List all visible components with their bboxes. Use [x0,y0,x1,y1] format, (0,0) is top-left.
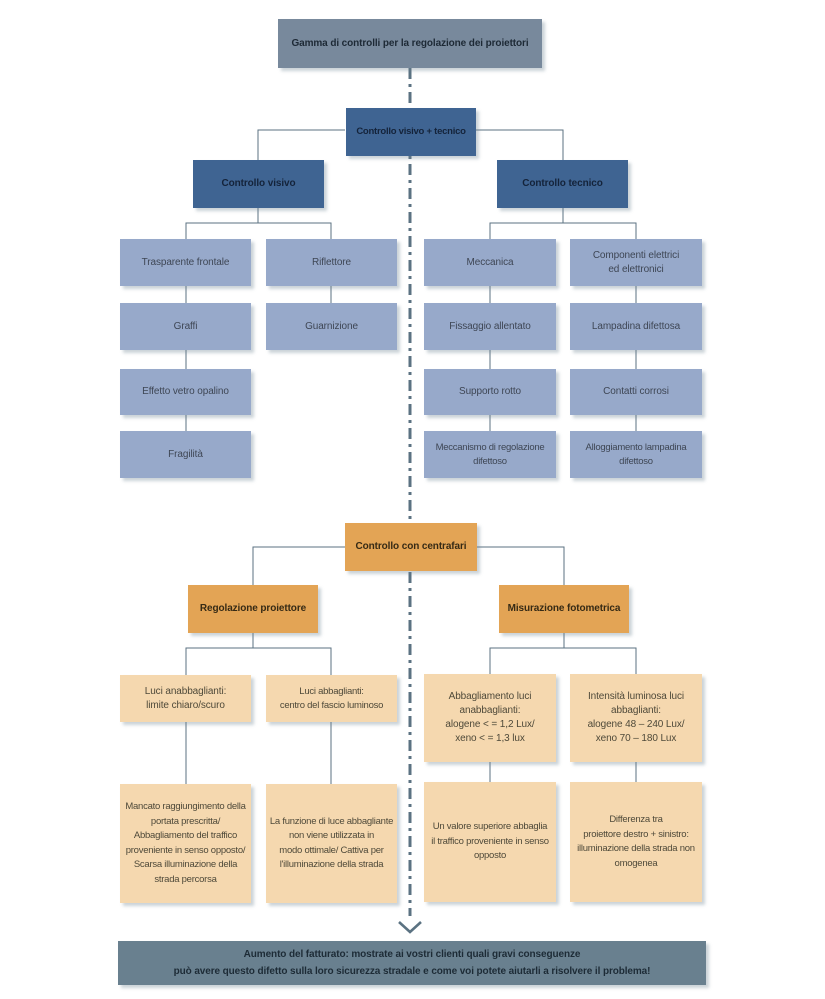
node-riflettore: Riflettore [266,239,397,286]
node-effetto-vetro-opalino: Effetto vetro opalino [120,369,251,415]
node-abbagliamento-luci-anabbaglianti: Abbagliamento luci anabbaglianti: alogen… [424,674,556,762]
orange-section-connectors [185,546,637,784]
node-graffi: Graffi [120,303,251,350]
node-meccanica: Meccanica [424,239,556,286]
node-controllo-visivo-tecnico: Controllo visivo + tecnico [346,108,476,156]
node-componenti-elettrici: Componenti elettrici ed elettronici [570,239,702,286]
node-mancato-raggiungimento-portata: Mancato raggiungimento della portata pre… [120,784,251,903]
node-luci-abbaglianti-centro-fascio: Luci abbaglianti: centro del fascio lumi… [266,675,397,722]
node-supporto-rotto: Supporto rotto [424,369,556,415]
node-differenza-proiettore-destro-sinistro: Differenza tra proiettore destro + sinis… [570,782,702,902]
node-regolazione-proiettore: Regolazione proiettore [188,585,318,633]
arrowhead-chevron [398,921,422,934]
blue-section-connectors [185,129,637,431]
node-funzione-abbagliante-non-ottimale: La funzione di luce abbagliante non vien… [266,784,397,903]
node-trasparente-frontale: Trasparente frontale [120,239,251,286]
node-luci-anabbaglianti-limite: Luci anabbaglianti: limite chiaro/scuro [120,675,251,722]
node-misurazione-fotometrica: Misurazione fotometrica [499,585,629,633]
node-fissaggio-allentato: Fissaggio allentato [424,303,556,350]
node-controllo-con-centrafari: Controllo con centrafari [345,523,477,571]
node-guarnizione: Guarnizione [266,303,397,350]
node-root-gamma-controlli: Gamma di controlli per la regolazione de… [278,19,542,68]
node-fragilita: Fragilità [120,431,251,478]
node-controllo-visivo: Controllo visivo [193,160,324,208]
footer-banner-aumento-fatturato: Aumento del fatturato: mostrate ai vostr… [118,941,706,985]
node-valore-superiore-abbaglia: Un valore superiore abbaglia il traffico… [424,782,556,902]
node-lampadina-difettosa: Lampadina difettosa [570,303,702,350]
node-intensita-luminosa-luci-abbaglianti: Intensità luminosa luci abbaglianti: alo… [570,674,702,762]
node-contatti-corrosi: Contatti corrosi [570,369,702,415]
node-controllo-tecnico: Controllo tecnico [497,160,628,208]
node-meccanismo-regolazione-difettoso: Meccanismo di regolazione difettoso [424,431,556,478]
node-alloggiamento-lampadina-difettoso: Alloggiamento lampadina difettoso [570,431,702,478]
